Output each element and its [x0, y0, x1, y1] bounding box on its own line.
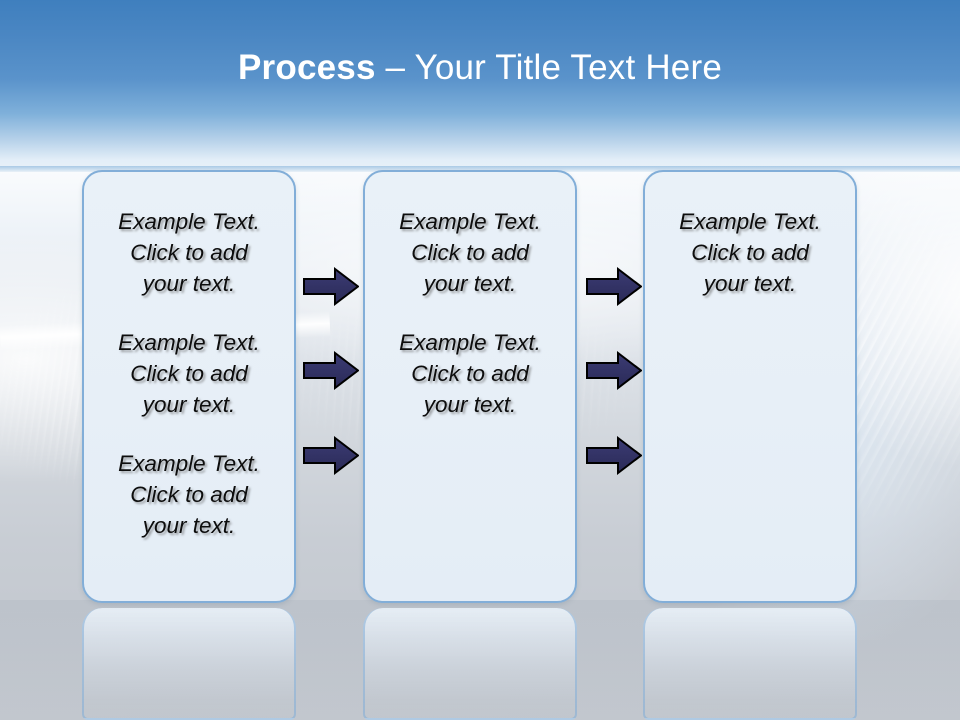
process-box-2-text: Example Text. Click to add your text. Ex…	[375, 206, 565, 420]
process-box-2-reflection	[363, 608, 577, 720]
process-box-1-paragraph-1[interactable]: Example Text. Click to add your text.	[118, 209, 260, 296]
title-band	[0, 0, 960, 172]
arrow-right-icon-1-1[interactable]	[303, 267, 359, 306]
process-box-2[interactable]: Example Text. Click to add your text. Ex…	[363, 170, 577, 603]
arrow-right-icon-1-2[interactable]	[303, 351, 359, 390]
process-box-1-reflection	[82, 608, 296, 720]
process-box-2-paragraph-2[interactable]: Example Text. Click to add your text.	[399, 330, 541, 417]
process-box-3-reflection	[643, 608, 857, 720]
arrow-right-icon-2-3[interactable]	[586, 436, 642, 475]
process-box-2-paragraph-1[interactable]: Example Text. Click to add your text.	[399, 209, 541, 296]
page-title-regular: – Your Title Text Here	[375, 48, 722, 87]
process-box-1-paragraph-3[interactable]: Example Text. Click to add your text.	[118, 451, 260, 538]
process-box-1-paragraph-2[interactable]: Example Text. Click to add your text.	[118, 330, 260, 417]
arrow-right-icon-2-1[interactable]	[586, 267, 642, 306]
process-box-1-text: Example Text. Click to add your text. Ex…	[94, 206, 284, 541]
page-title-bold: Process	[238, 48, 376, 87]
arrow-right-icon-2-2[interactable]	[586, 351, 642, 390]
process-box-3-paragraph-1[interactable]: Example Text. Click to add your text.	[679, 209, 821, 296]
process-box-1[interactable]: Example Text. Click to add your text. Ex…	[82, 170, 296, 603]
process-box-3[interactable]: Example Text. Click to add your text.	[643, 170, 857, 603]
page-title[interactable]: Process – Your Title Text Here	[0, 47, 960, 89]
process-box-3-text: Example Text. Click to add your text.	[655, 206, 845, 299]
arrow-right-icon-1-3[interactable]	[303, 436, 359, 475]
